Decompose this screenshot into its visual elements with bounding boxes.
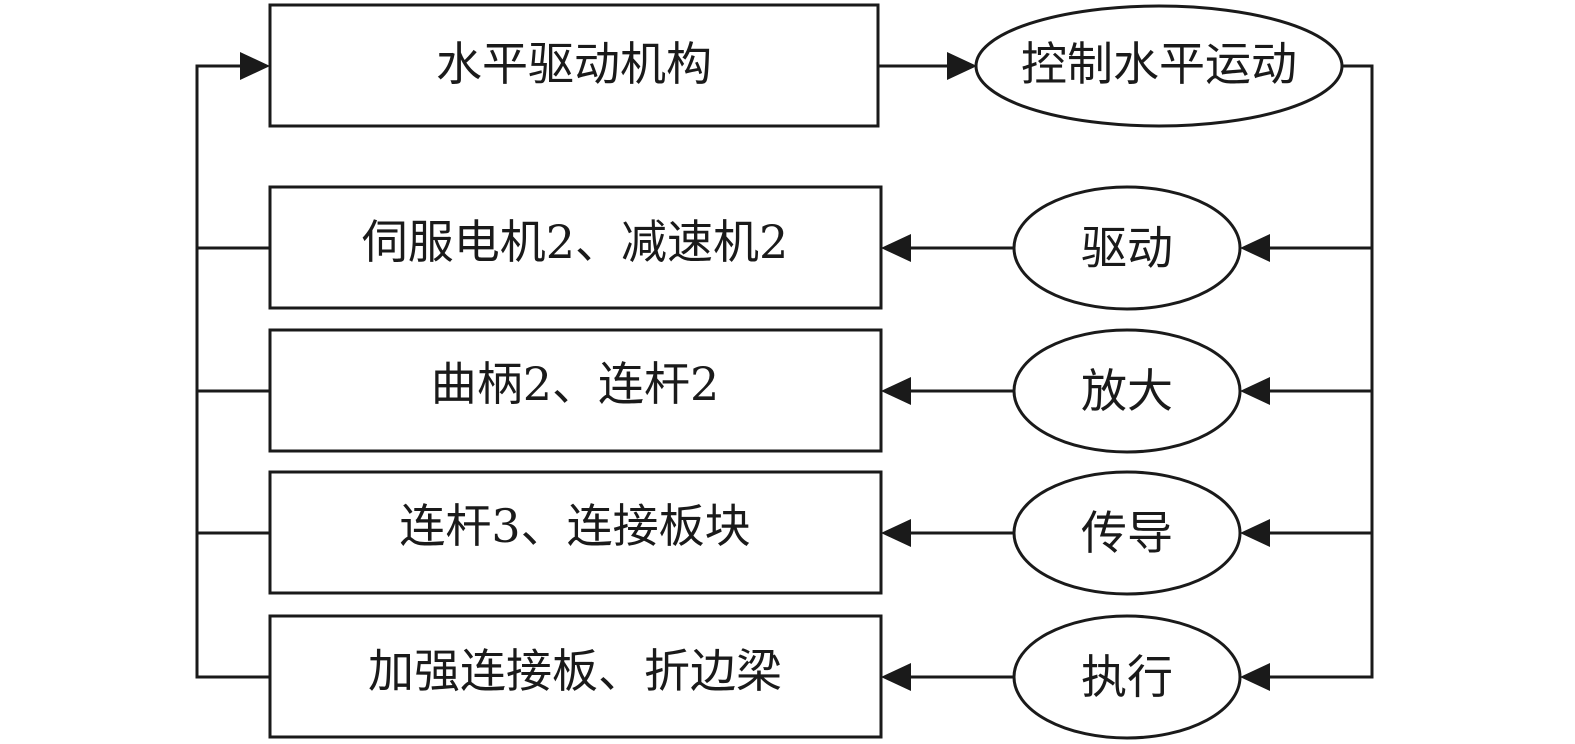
box-4-label: 加强连接板、折边梁 (368, 644, 782, 698)
arrow-into-box-4 (881, 663, 911, 691)
arrow-into-box-1 (881, 234, 911, 262)
oval-1-label: 驱动 (1081, 221, 1173, 275)
arrow-into-top-box (240, 52, 270, 80)
arrow-into-oval-2 (1240, 377, 1270, 405)
right-bus-line (1268, 64, 1374, 679)
box-1 (268, 185, 883, 310)
top-box (268, 3, 880, 128)
arrow-into-oval-3 (1240, 519, 1270, 547)
arrow-into-top-oval (947, 52, 977, 80)
box-3-label: 连杆3、连接板块 (399, 499, 750, 553)
box-4 (268, 614, 883, 739)
box-1-label: 伺服电机2、减速机2 (362, 215, 789, 269)
oval-4-label: 执行 (1081, 650, 1173, 704)
oval-3-label: 传导 (1081, 506, 1173, 560)
arrow-into-oval-1 (1240, 234, 1270, 262)
arrow-into-oval-4 (1240, 663, 1270, 691)
left-bus-line (195, 64, 270, 679)
top-oval-label: 控制水平运动 (1021, 37, 1297, 91)
arrow-into-box-2 (881, 377, 911, 405)
box-2 (268, 328, 883, 453)
arrow-into-box-3 (881, 519, 911, 547)
box-2-label: 曲柄2、连杆2 (431, 357, 720, 411)
top-box-label: 水平驱动机构 (436, 37, 712, 91)
oval-2-label: 放大 (1081, 364, 1173, 418)
box-3 (268, 470, 883, 595)
